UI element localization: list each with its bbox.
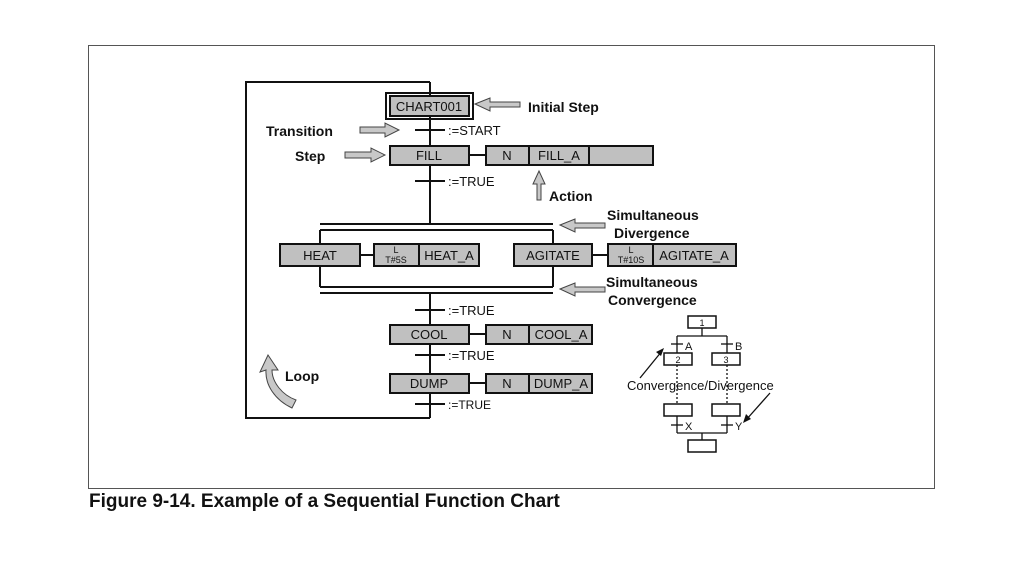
svg-text:3: 3 <box>723 355 728 365</box>
label-sim-divergence-2: Divergence <box>614 225 690 241</box>
label-action: Action <box>549 188 593 204</box>
arrow-right-icon <box>344 147 387 163</box>
svg-text:FILL_A: FILL_A <box>538 148 580 163</box>
transition-label: :=START <box>448 123 501 138</box>
label-step: Step <box>295 148 325 164</box>
svg-text:A: A <box>685 341 693 353</box>
svg-text:HEAT_A: HEAT_A <box>424 248 474 263</box>
label-initial-step: Initial Step <box>528 99 599 115</box>
pointer-arrow-icon <box>743 414 751 423</box>
svg-text:T#10S: T#10S <box>618 255 645 265</box>
svg-text:X: X <box>685 421 693 433</box>
arrow-left-icon <box>473 97 521 112</box>
initial-step[interactable]: CHART001 <box>385 92 474 120</box>
label-sim-divergence: Simultaneous <box>607 207 699 223</box>
svg-text:AGITATE_A: AGITATE_A <box>659 248 729 263</box>
svg-text:DUMP: DUMP <box>410 376 448 391</box>
action-block-heat[interactable]: L T#5S HEAT_A <box>373 243 480 267</box>
figure-frame <box>88 45 935 489</box>
inset-diagram: 1 A B 2 3 X Y Convergence/Divergence <box>627 315 774 453</box>
figure-caption: Figure 9-14. Example of a Sequential Fun… <box>89 491 560 512</box>
transition-label: :=TRUE <box>448 348 495 363</box>
initial-step-label: CHART001 <box>396 99 462 114</box>
svg-text:2: 2 <box>675 355 680 365</box>
svg-text:N: N <box>502 376 511 391</box>
action-block-dump[interactable]: N DUMP_A <box>485 373 593 394</box>
pointer-arrow-icon <box>656 348 664 356</box>
svg-text:Y: Y <box>735 421 743 433</box>
svg-text:COOL: COOL <box>411 327 448 342</box>
svg-text:FILL: FILL <box>416 148 442 163</box>
svg-text:COOL_A: COOL_A <box>535 327 588 342</box>
svg-text:AGITATE: AGITATE <box>526 248 580 263</box>
label-sim-convergence: Simultaneous <box>606 274 698 290</box>
loop-arrow-icon <box>259 353 297 409</box>
svg-text:L: L <box>393 245 398 255</box>
transition-label: :=TRUE <box>448 303 495 318</box>
action-block-cool[interactable]: N COOL_A <box>485 324 593 345</box>
svg-text:1: 1 <box>699 318 704 328</box>
svg-text:T#5S: T#5S <box>385 255 407 265</box>
action-block-agitate[interactable]: L T#10S AGITATE_A <box>607 243 737 267</box>
step-cool[interactable]: COOL <box>389 324 470 345</box>
transition-label: :=TRUE <box>448 174 495 189</box>
label-transition: Transition <box>266 123 333 139</box>
label-sim-convergence-2: Convergence <box>608 292 697 308</box>
label-convergence-divergence: Convergence/Divergence <box>627 378 774 393</box>
svg-text:N: N <box>502 148 511 163</box>
arrow-up-icon <box>532 169 546 201</box>
step-dump[interactable]: DUMP <box>389 373 470 394</box>
svg-text:HEAT: HEAT <box>303 248 337 263</box>
arrow-left-icon <box>558 218 606 233</box>
arrow-right-icon <box>359 122 401 138</box>
svg-text:N: N <box>502 327 511 342</box>
step-fill[interactable]: FILL <box>389 145 470 166</box>
svg-text:B: B <box>735 341 742 353</box>
step-agitate[interactable]: AGITATE <box>513 243 593 267</box>
svg-text:DUMP_A: DUMP_A <box>534 376 589 391</box>
action-block-fill[interactable]: N FILL_A <box>485 145 654 166</box>
step-heat[interactable]: HEAT <box>279 243 361 267</box>
transition-label: :=TRUE <box>448 398 491 412</box>
label-loop: Loop <box>285 368 319 384</box>
loop-line <box>245 81 430 419</box>
svg-text:L: L <box>628 245 633 255</box>
arrow-left-icon <box>558 282 606 297</box>
